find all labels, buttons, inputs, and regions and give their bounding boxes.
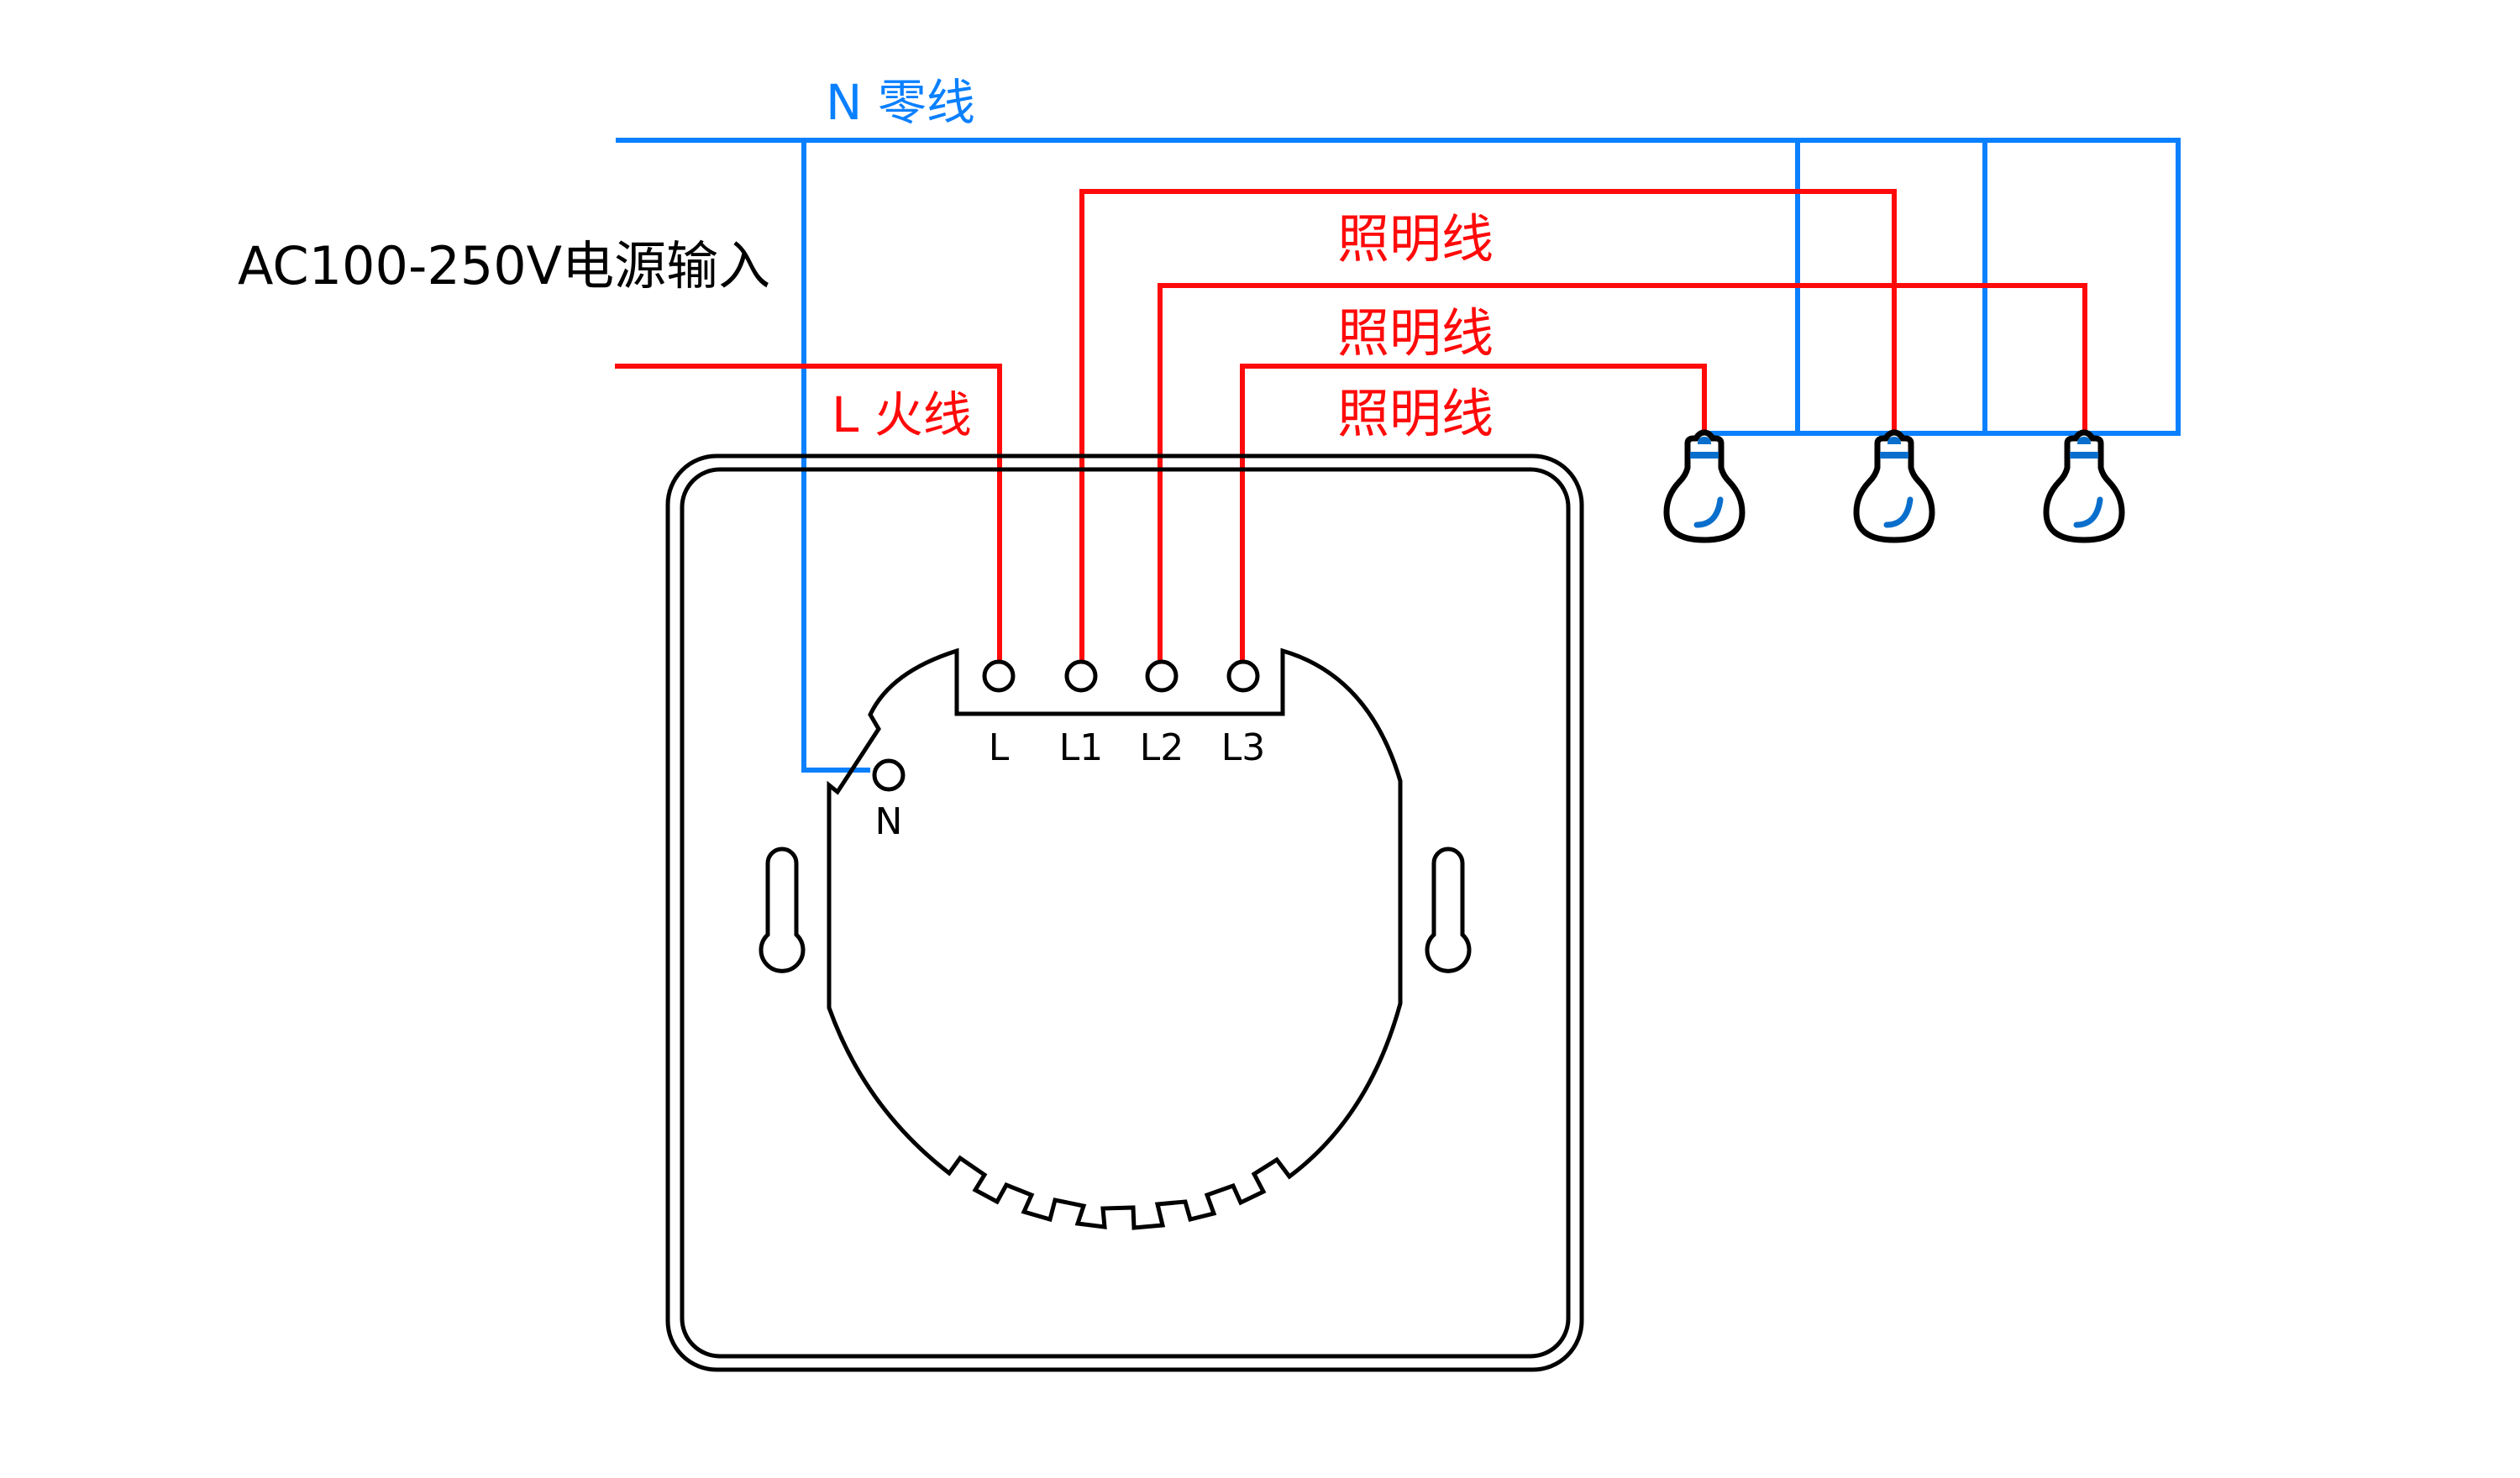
live-wiring: [615, 189, 2087, 662]
lighting-wire-l1: [1079, 189, 1897, 662]
live-wire-label: L 火线: [832, 386, 972, 443]
lighting-wire-label-1: 照明线: [1337, 208, 1494, 270]
neutral-wire-label: N 零线: [826, 74, 975, 131]
live-input-wire: [615, 364, 1002, 662]
bulb-outline: [1853, 429, 1935, 543]
switch-back-plate: N L L1 L2 L3: [665, 453, 1584, 1372]
light-bulbs: [1663, 429, 2125, 543]
terminal-n-screw: [872, 758, 906, 792]
terminal-n-label: N: [875, 800, 903, 843]
lighting-wire-l2: [1158, 283, 2087, 662]
light-bulb-icon: [2043, 429, 2125, 543]
lighting-wire-label-3: 照明线: [1337, 383, 1494, 444]
neutral-wiring: [616, 138, 2181, 773]
bulb-cap: [1887, 437, 1901, 444]
terminal-l2: L2: [1140, 659, 1184, 769]
terminal-l3: L3: [1221, 659, 1266, 769]
lighting-wire-l3: [1240, 364, 1707, 662]
light-bulb-icon: [1663, 429, 1746, 543]
neutral-to-switch-wire: [801, 140, 870, 773]
bulb-outline: [2043, 429, 2125, 543]
light-bulb-icon: [1853, 429, 1935, 543]
bulb-band: [1690, 452, 1719, 459]
lighting-wire-label-2: 照明线: [1337, 302, 1494, 364]
terminal-l-screw: [982, 659, 1016, 693]
plate-inner-frame: [680, 467, 1571, 1359]
neutral-to-lamp-1-wire: [1708, 140, 1800, 436]
terminal-l2-screw: [1145, 659, 1179, 693]
terminal-l-label: L: [989, 726, 1010, 769]
module-outline: [827, 647, 1403, 1230]
bulb-band: [1880, 452, 1908, 459]
terminal-l1-screw: [1064, 659, 1098, 693]
bulb-glint: [1693, 496, 1724, 528]
neutral-to-lamp-2-wire: [1898, 140, 1987, 436]
terminal-l3-screw: [1226, 659, 1260, 693]
right-mounting-keyhole: [1425, 846, 1472, 973]
terminal-l1-label: L1: [1059, 726, 1104, 769]
bulb-cap: [1698, 437, 1711, 444]
bulb-outline: [1663, 429, 1746, 543]
left-mounting-keyhole: [759, 846, 806, 973]
bulb-glint: [2073, 496, 2103, 528]
terminal-l2-label: L2: [1140, 726, 1184, 769]
bulb-glint: [1883, 496, 1914, 528]
bulb-cap: [2077, 437, 2091, 444]
plate-outer-frame: [665, 453, 1584, 1372]
terminal-n: N: [872, 758, 906, 843]
terminal-l: L: [982, 659, 1016, 769]
power-input-label: AC100-250V电源输入: [238, 235, 770, 296]
bulb-band: [2070, 452, 2098, 459]
terminal-l1: L1: [1059, 659, 1104, 769]
terminal-l3-label: L3: [1221, 726, 1266, 769]
